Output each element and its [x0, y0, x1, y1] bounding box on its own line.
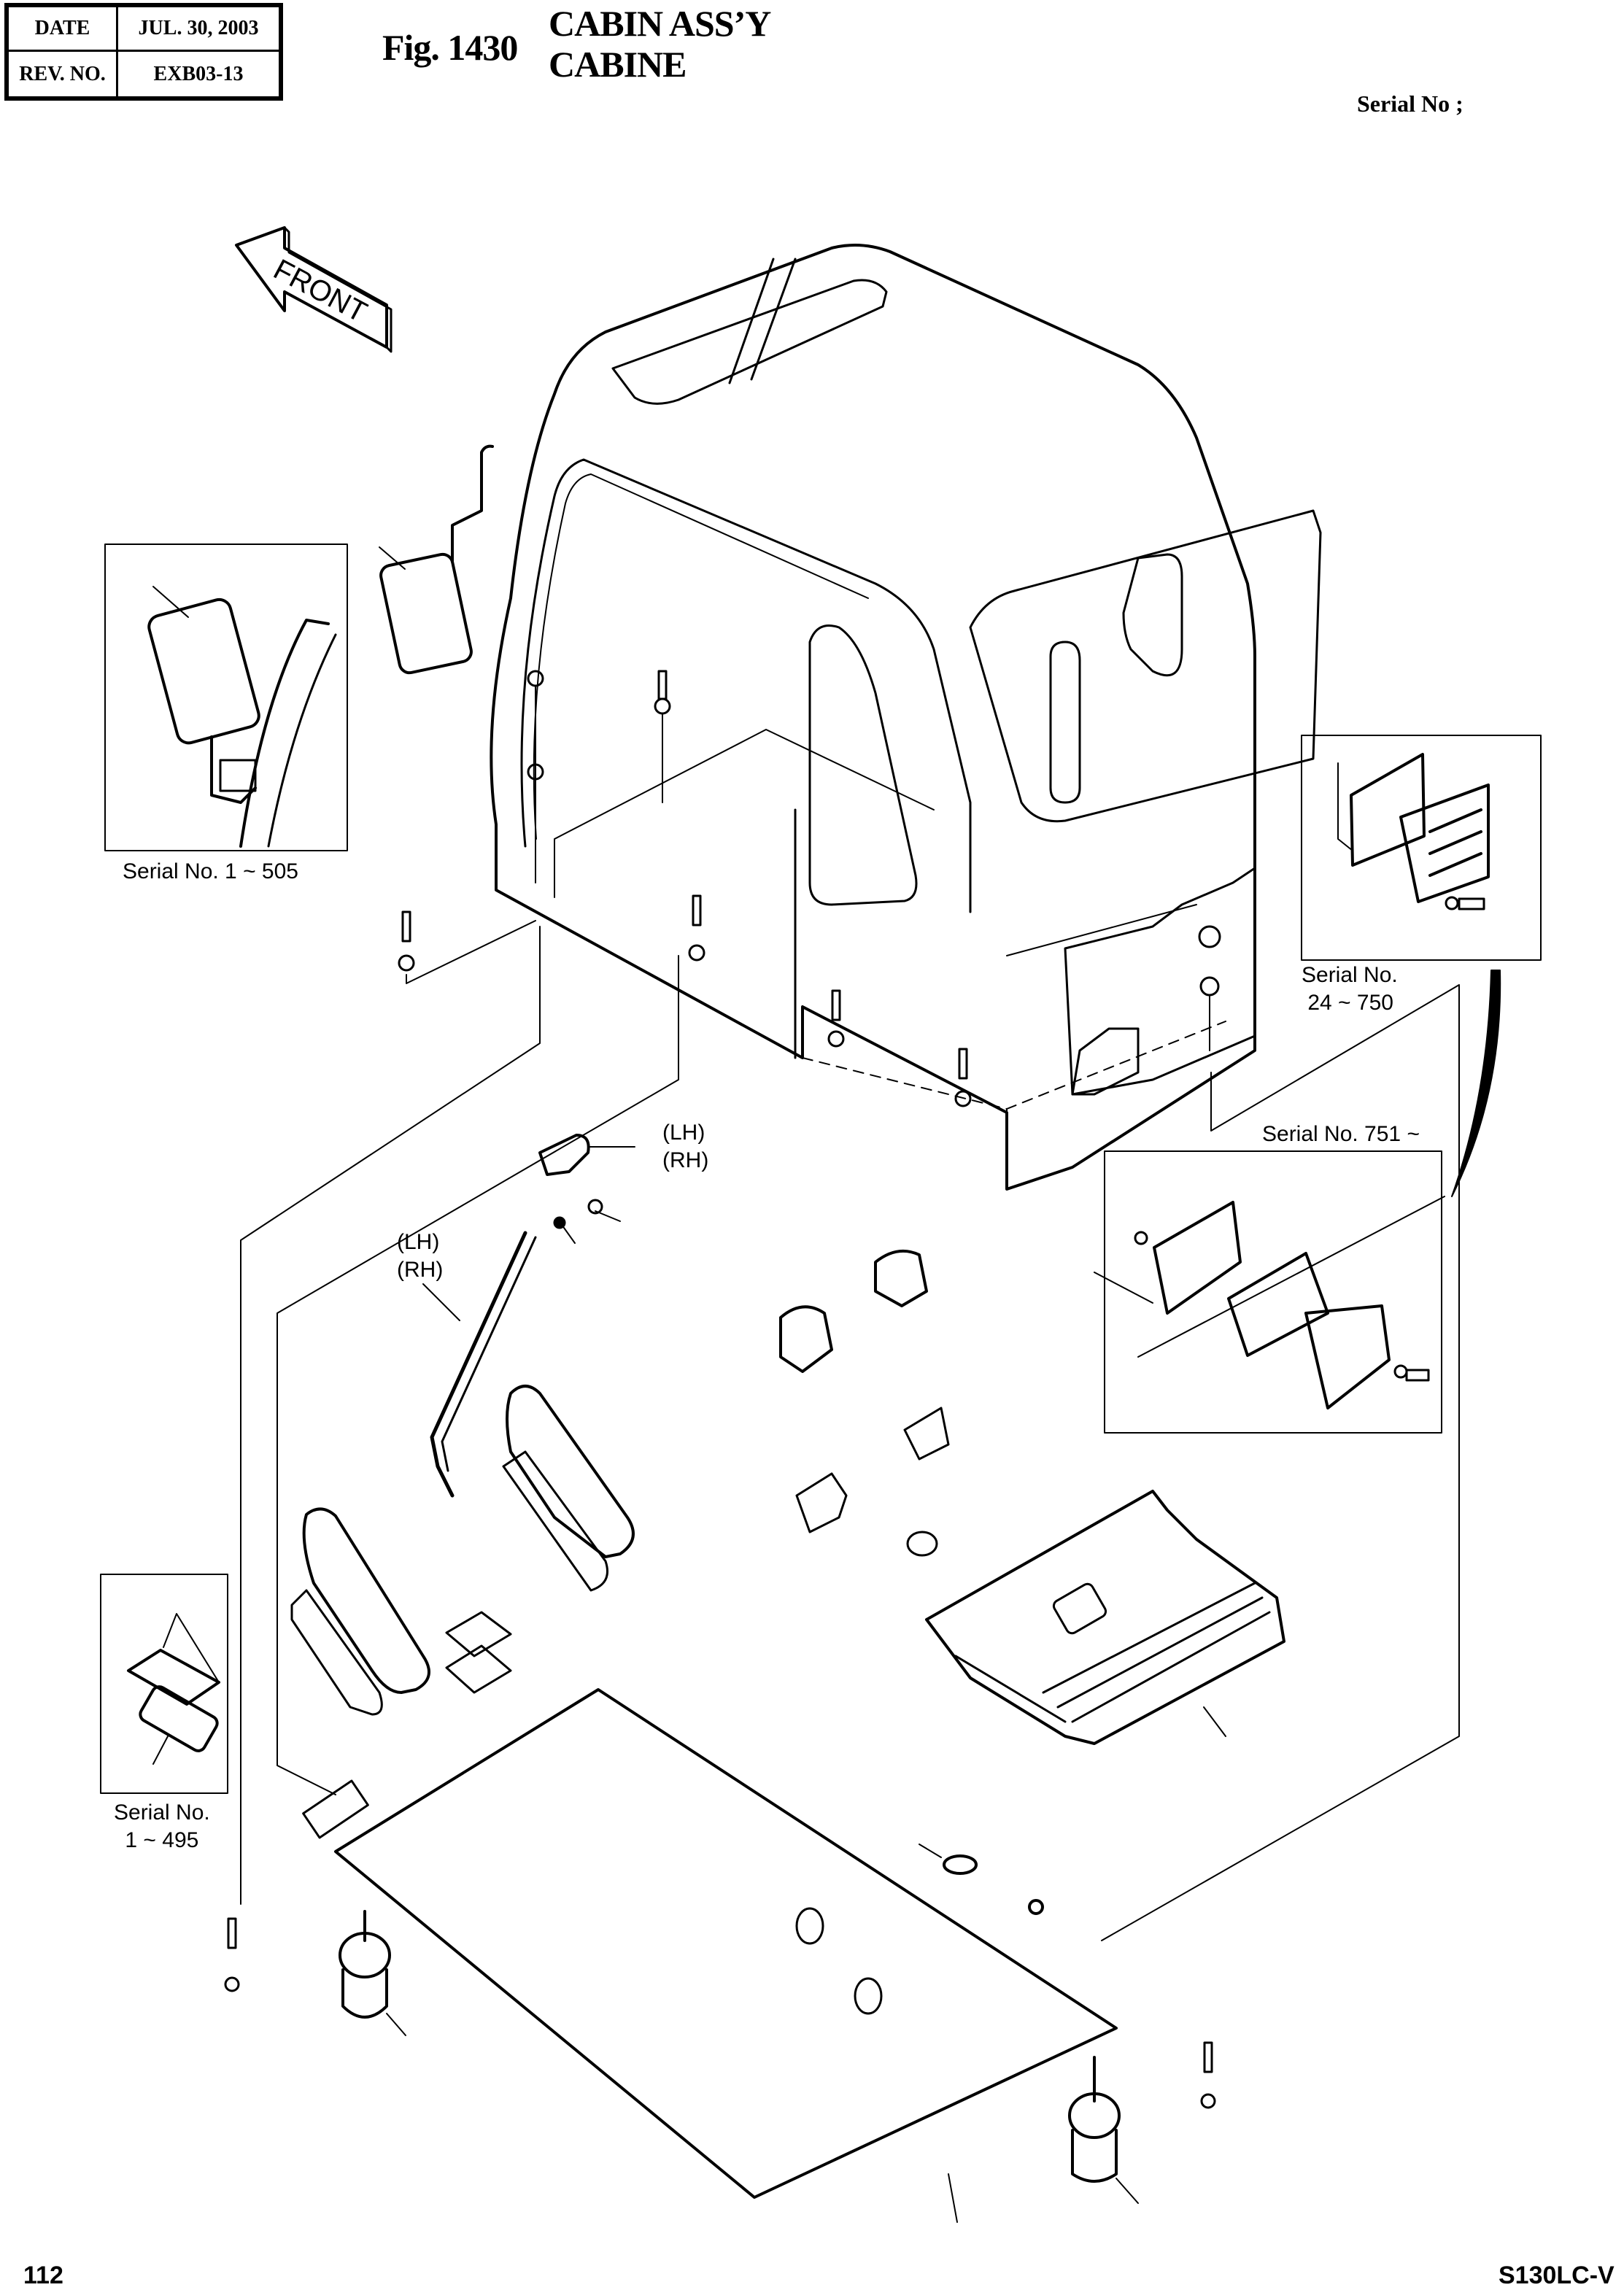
- title-english: CABIN ASS’Y: [549, 3, 771, 44]
- date-label: DATE: [9, 7, 118, 52]
- control-lever: [423, 1135, 635, 1496]
- mirror-inset-caption: Serial No. 1 ~ 505: [123, 859, 298, 883]
- floor-mat: [927, 1491, 1284, 1744]
- mirror-inset: [105, 544, 347, 851]
- cover-inset: [101, 1574, 228, 1793]
- vent-inset-early-caption: Serial No. 24 ~ 750: [1302, 963, 1398, 1015]
- lever-rod-callout: (LH) (RH): [397, 1230, 444, 1282]
- vent-inset-late-caption: Serial No. 751 ~: [1262, 1122, 1420, 1146]
- mirror-assembly: [379, 446, 492, 675]
- leader-lines: [241, 927, 1459, 1941]
- cabin-mounts: [225, 1911, 1215, 2203]
- cabin-frame: [491, 245, 1321, 1189]
- rev-value: EXB03-13: [153, 62, 244, 85]
- curved-arrow-icon: [1452, 970, 1500, 1196]
- date-value: JUL. 30, 2003: [118, 7, 279, 52]
- pedals: [292, 1251, 948, 1714]
- page-number: 112: [23, 2262, 63, 2289]
- serial-number-header: Serial No ;: [1357, 90, 1463, 117]
- front-arrow-icon: FRONT: [236, 228, 391, 352]
- cabin-fasteners: [399, 671, 1220, 1106]
- rev-label: REV. NO.: [9, 52, 118, 96]
- title-french: CABINE: [549, 44, 687, 85]
- cover-inset-caption: Serial No. 1 ~ 495: [114, 1800, 210, 1852]
- revision-table: DATE JUL. 30, 2003 REV. NO. EXB03-13: [4, 3, 283, 101]
- floor-plate: [303, 1690, 1116, 2222]
- model-name: S130LC-V: [1499, 2262, 1615, 2289]
- lever-knob-callout: (LH) (RH): [662, 1121, 709, 1172]
- vent-inset-early: [1302, 735, 1541, 960]
- figure-title: CABIN ASS’Y CABINE: [549, 3, 771, 85]
- figure-number: Fig. 1430: [382, 27, 518, 68]
- vent-inset-late: [1094, 1151, 1442, 1433]
